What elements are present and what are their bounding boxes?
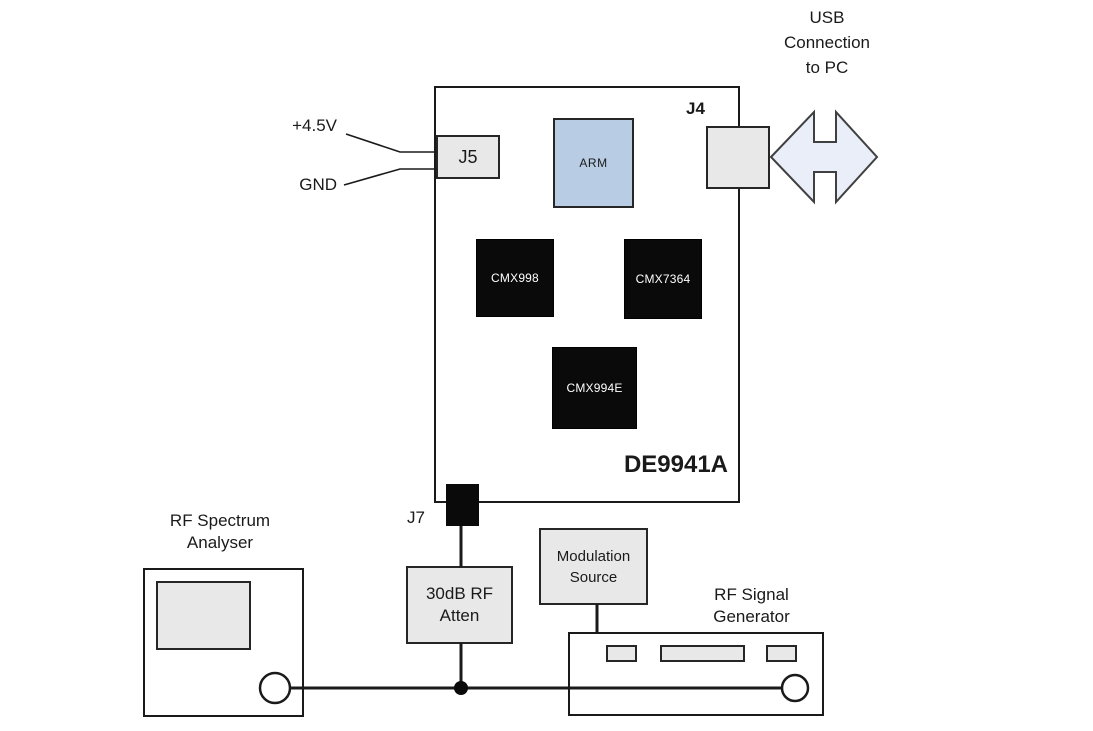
cmx994e-chip: CMX994E [552, 347, 637, 429]
power-ground-label: GND [299, 175, 337, 194]
modulation-source-box: Modulation Source [539, 528, 648, 605]
spectrum-analyser-label: RF Spectrum Analyser [139, 510, 301, 554]
signal-generator-button-1 [606, 645, 637, 662]
j4-label: J4 [686, 99, 705, 118]
modulation-source-label-line-1: Modulation [556, 547, 631, 565]
signal-generator-label-line-2: Generator [713, 607, 790, 626]
spectrum-analyser-screen [156, 581, 251, 650]
attenuator-label-line-1: 30dB RF [425, 584, 494, 603]
arm-chip: ARM [553, 118, 634, 208]
signal-generator-label-line-1: RF Signal [714, 585, 789, 604]
power-positive-lead-line [345, 133, 437, 153]
usb-label-line-2: Connection [783, 33, 870, 52]
rf-junction-dot [454, 681, 468, 695]
j4-connector [706, 126, 770, 189]
cmx998-chip: CMX998 [476, 239, 554, 317]
j7-connector [446, 484, 479, 526]
attenuator-label-line-2: Atten [439, 606, 480, 625]
usb-label-line-1: USB [809, 8, 845, 27]
j5-connector: J5 [436, 135, 500, 179]
modulation-source-label-line-2: Source [569, 568, 618, 586]
power-ground-lead-line [343, 168, 437, 186]
usb-double-arrow-icon [769, 109, 879, 205]
power-positive-label: +4.5V [292, 116, 337, 135]
board-name-label: DE9941A [623, 451, 728, 478]
cmx7364-chip: CMX7364 [624, 239, 702, 319]
spectrum-analyser-label-line-1: RF Spectrum [169, 511, 271, 530]
usb-label-line-3: to PC [805, 58, 849, 77]
signal-generator-display [660, 645, 745, 662]
j7-label: J7 [407, 508, 425, 527]
signal-generator-label: RF Signal Generator [671, 584, 832, 628]
spectrum-analyser-label-line-2: Analyser [186, 533, 254, 552]
usb-connection-label: USB Connection to PC [756, 5, 898, 80]
attenuator-box: 30dB RF Atten [406, 566, 513, 644]
signal-generator-button-2 [766, 645, 797, 662]
